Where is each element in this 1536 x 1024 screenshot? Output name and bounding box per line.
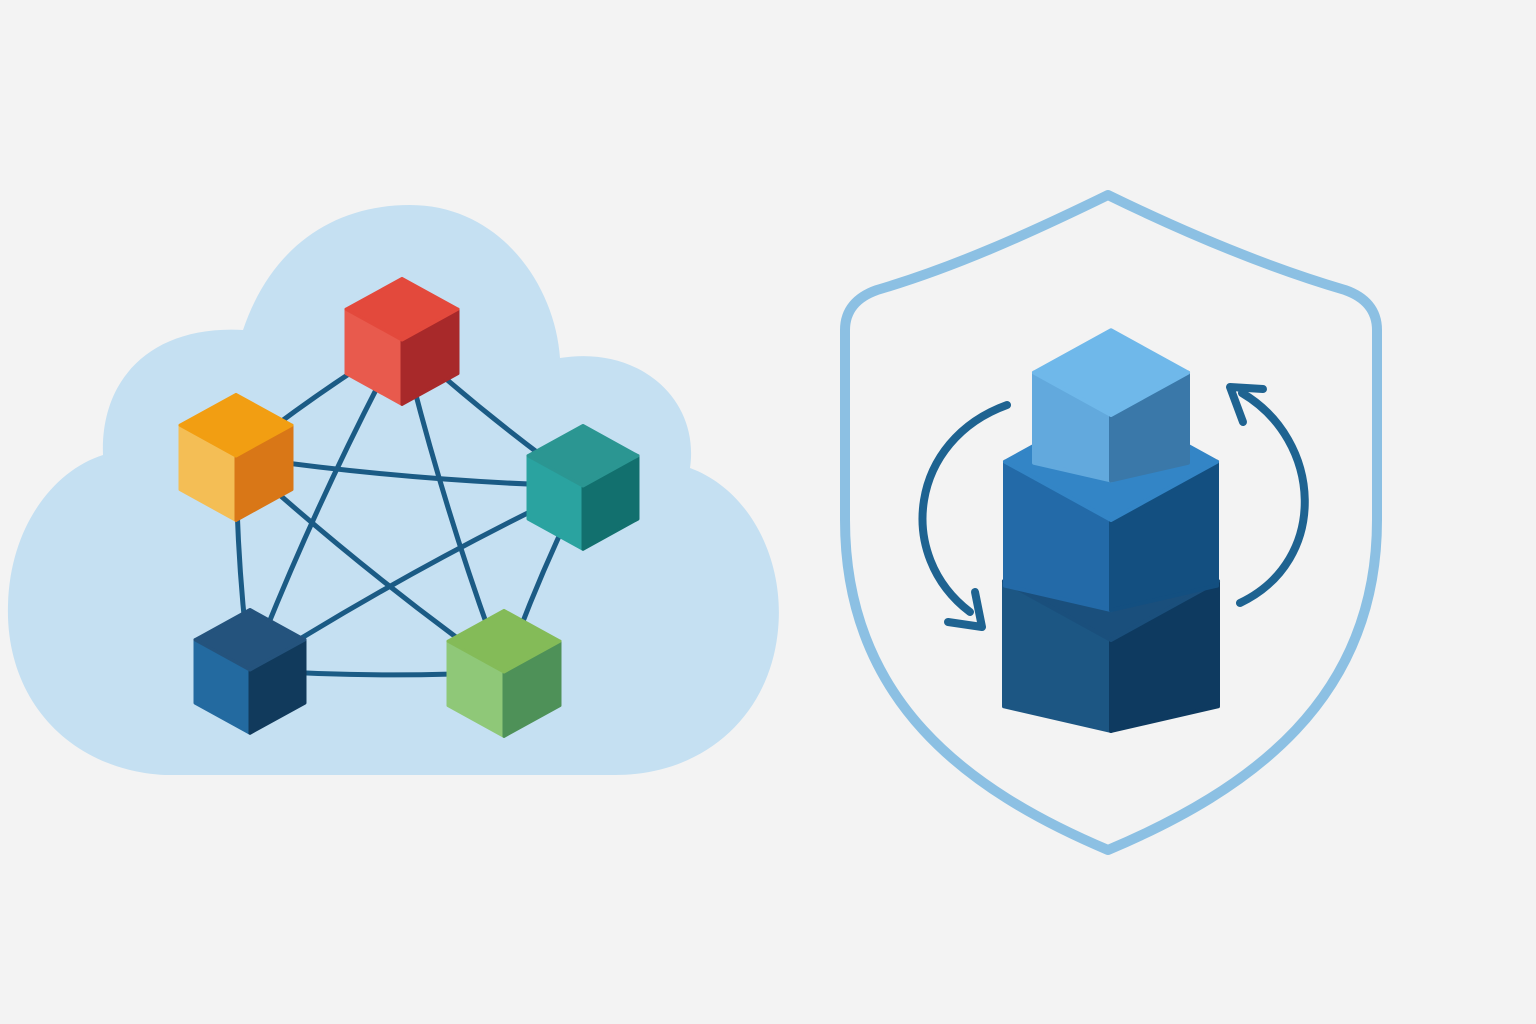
left-arrow-head [944,588,986,631]
mid-blue-cube-icon [1003,401,1219,613]
orange-cube-top-face [178,392,294,458]
shield-stack-illustration [840,190,1382,855]
network-nodes [178,276,640,738]
cube-stack-icon [1002,328,1220,733]
cloud-icon [7,205,779,775]
green-cube-icon [446,608,562,738]
light-blue-cube-top-face [1032,328,1190,417]
shield-icon [840,190,1382,855]
left-rotate-arrow [918,401,1011,616]
dark-blue-cube-icon [193,608,307,735]
red-cube-top-face [344,276,460,342]
dark-blue-cube-top-face [193,608,307,672]
teal-cube-top-face [526,424,640,488]
light-blue-cube-icon [1032,328,1190,483]
cloud-network-illustration [7,205,779,775]
green-cube-top-face [446,608,562,674]
teal-cube-icon [526,424,640,551]
red-cube-icon [344,276,460,406]
orange-cube-icon [178,392,294,522]
rotate-arrows-icon [918,383,1309,631]
right-rotate-arrow [1236,389,1309,607]
right-arrow-head [1226,383,1267,426]
